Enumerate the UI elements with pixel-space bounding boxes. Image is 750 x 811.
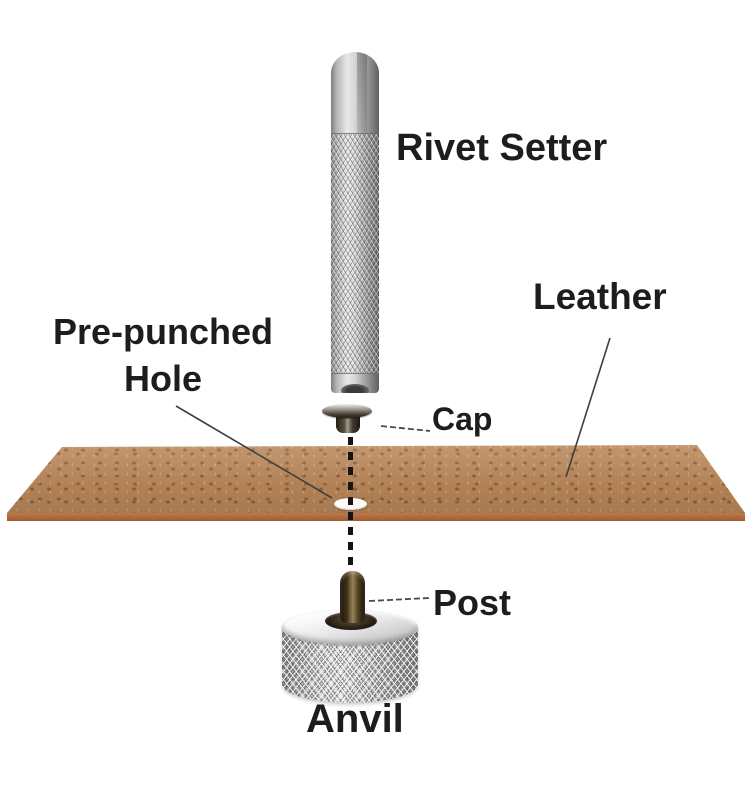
rivet-setter-tip bbox=[341, 384, 369, 393]
cap-label: Cap bbox=[432, 401, 493, 437]
leather-label: Leather bbox=[533, 276, 667, 317]
rivet-setter-tool bbox=[331, 52, 379, 393]
rivet-setter-knurling bbox=[331, 133, 379, 374]
rivet-post bbox=[340, 571, 365, 623]
cap-pointer-line bbox=[380, 425, 431, 432]
post-label: Post bbox=[433, 582, 512, 623]
rivet-setter-shading bbox=[357, 52, 367, 134]
post-pointer-line bbox=[368, 597, 430, 602]
leather-strip-edge bbox=[7, 513, 745, 521]
pre-punched-hole-label: Pre-punched Hole bbox=[52, 311, 274, 399]
anvil-label: Anvil bbox=[306, 697, 404, 741]
rivet-setter-label: Rivet Setter bbox=[396, 127, 608, 169]
alignment-dashed-line bbox=[348, 437, 353, 574]
rivet-cap-flange bbox=[322, 404, 372, 418]
leather-strip bbox=[7, 445, 745, 513]
